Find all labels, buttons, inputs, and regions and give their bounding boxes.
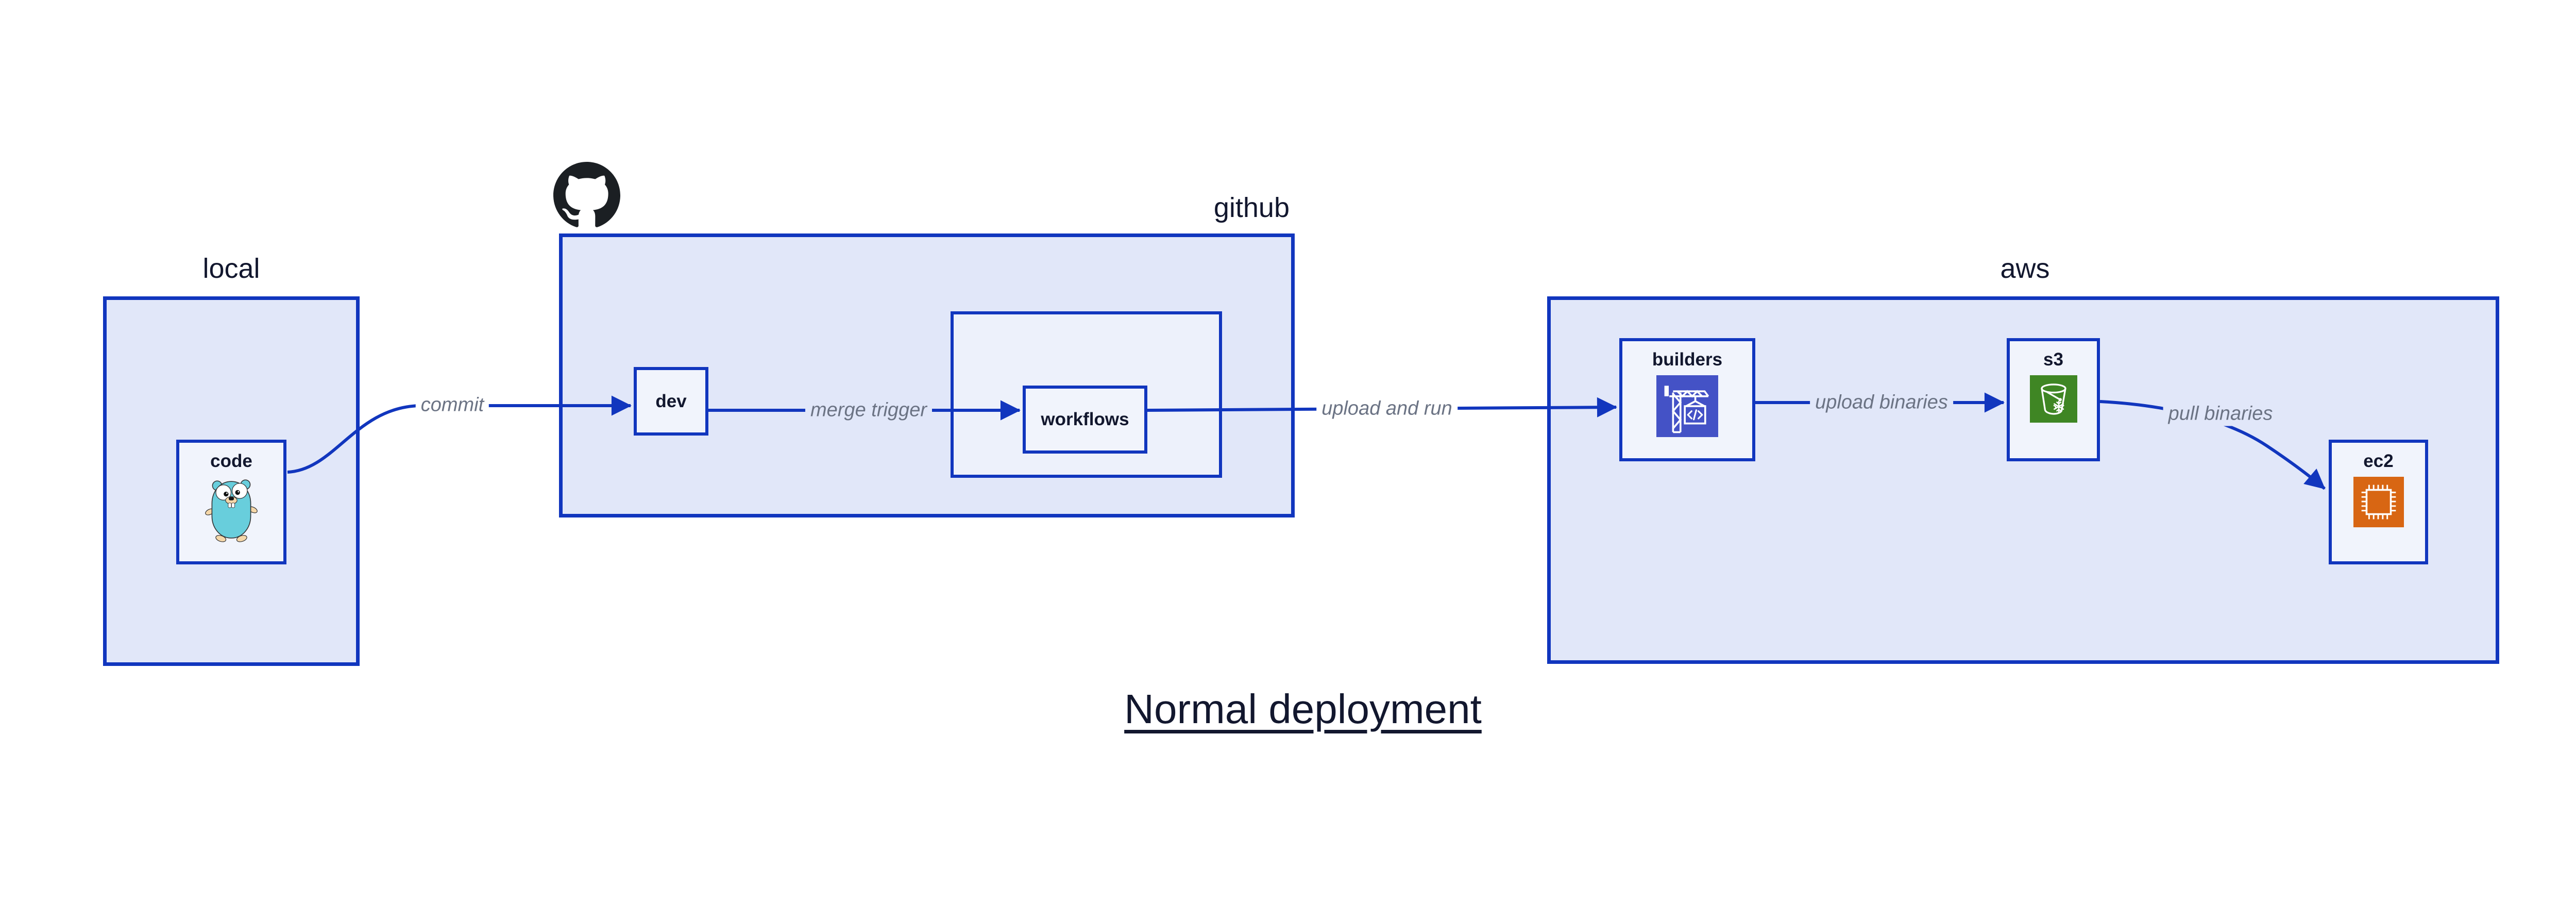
aws-container-label: aws — [2000, 253, 2050, 284]
edge-label-merge-trigger: merge trigger — [805, 398, 932, 423]
diagram-title: Normal deployment — [1124, 686, 1482, 732]
edge-label-upload-binaries: upload binaries — [1810, 390, 1953, 415]
node-s3-label: s3 — [2043, 349, 2063, 370]
node-code-label: code — [210, 451, 252, 471]
edge-label-commit: commit — [415, 393, 489, 417]
edge-label-pull-binaries: pull binaries — [2163, 402, 2278, 426]
github-container-label: github — [1213, 192, 1290, 223]
local-container-label: local — [202, 253, 260, 284]
s3-bucket-icon — [2029, 375, 2077, 423]
node-workflows: workflows — [1023, 386, 1147, 454]
node-ec2: ec2 — [2329, 440, 2428, 564]
node-s3: s3 — [2007, 338, 2100, 461]
node-ec2-label: ec2 — [2363, 451, 2394, 471]
node-builders-label: builders — [1652, 349, 1723, 370]
node-workflows-label: workflows — [1041, 409, 1129, 429]
ec2-chip-icon — [2353, 477, 2404, 527]
github-octocat-icon — [553, 162, 620, 227]
go-gopher-icon — [205, 479, 258, 542]
node-code: code — [176, 440, 286, 564]
node-dev: dev — [634, 367, 708, 436]
node-dev-label: dev — [655, 391, 687, 411]
node-builders: builders — [1619, 338, 1755, 461]
build-crane-icon — [1656, 375, 1718, 437]
edge-label-upload-and-run: upload and run — [1316, 396, 1458, 421]
